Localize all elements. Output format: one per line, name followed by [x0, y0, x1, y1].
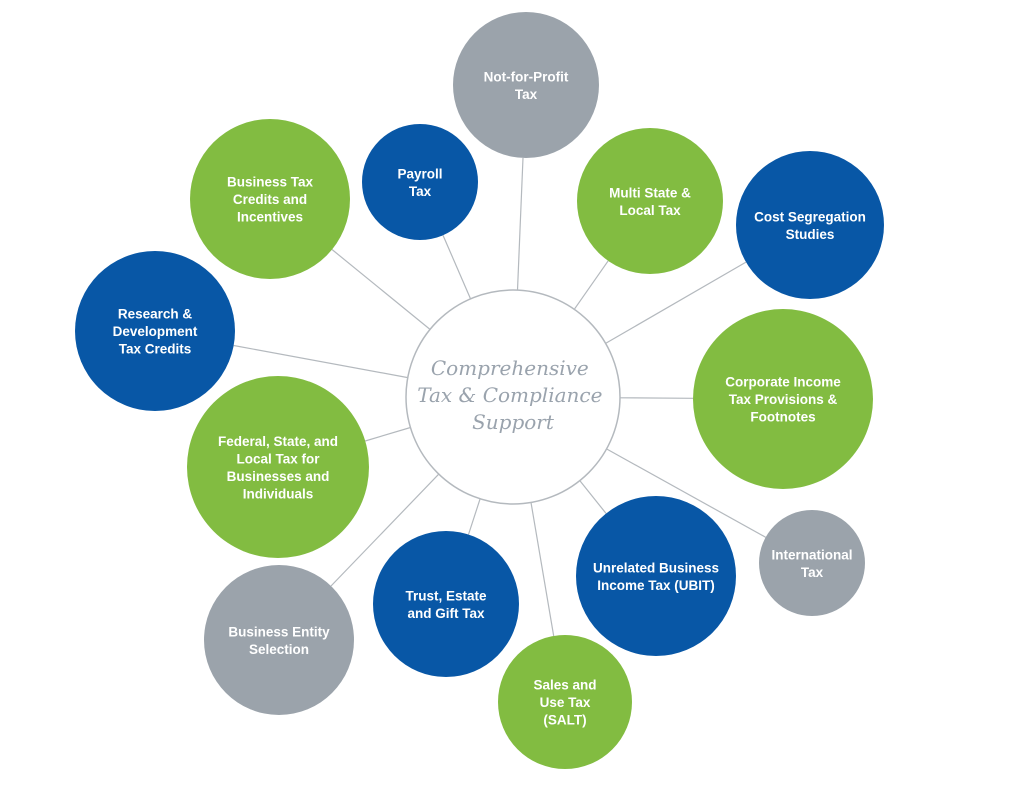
connector-lines [233, 157, 766, 637]
node-label-line: and Gift Tax [407, 606, 484, 621]
node-label-line: Not-for-Profit [484, 69, 569, 84]
node-circle-business-tax-credits [190, 119, 350, 279]
node-label-line: Unrelated Business [593, 560, 719, 575]
center-circle [405, 289, 621, 505]
node-label-line: Corporate Income [725, 375, 841, 390]
node-label-line: Trust, Estate [405, 588, 487, 603]
node-circle-sales-use-tax [498, 635, 632, 769]
connector-sales-use-tax [530, 502, 555, 637]
node-label-line: Sales and [533, 678, 596, 693]
node-label-line: Local Tax for [236, 451, 320, 466]
node-label-line: Income Tax (UBIT) [597, 578, 715, 593]
node-label-line: Tax [801, 565, 824, 580]
node-label-line: Tax [515, 87, 538, 102]
connector-trust-estate-gift-tax [467, 498, 481, 535]
node-circle-unrelated-business-income-tax [576, 496, 736, 656]
node-label-line: Local Tax [619, 203, 681, 218]
node-label-line: Individuals [243, 486, 314, 501]
connector-federal-state-local-tax [365, 426, 411, 442]
node-circle-not-for-profit-tax [453, 12, 599, 158]
node-label-line: Payroll [397, 166, 442, 181]
node-circle-federal-state-local-tax [187, 376, 369, 558]
node-label-line: Footnotes [750, 410, 815, 425]
node-label-line: Tax [409, 184, 432, 199]
node-label-line: Multi State & [609, 185, 691, 200]
node-label-line: Selection [249, 642, 309, 657]
node-circle-payroll-tax [362, 124, 478, 240]
node-label-line: Business Tax [227, 175, 314, 190]
node-label-line: Tax Credits [119, 342, 192, 357]
node-circle-corporate-income-tax-provisions [693, 309, 873, 489]
connector-not-for-profit-tax [516, 157, 524, 291]
node-label-multi-state-local-tax: Multi State & Local Tax [609, 185, 691, 218]
node-circle-trust-estate-gift-tax [373, 531, 519, 677]
node-circle-international-tax [759, 510, 865, 616]
connector-research-development-tax-credits [233, 344, 408, 379]
center-title-line-3: Support [472, 410, 555, 434]
node-label-line: (SALT) [543, 713, 586, 728]
node-label-line: Cost Segregation [754, 209, 866, 224]
node-label-line: Businesses and [227, 469, 330, 484]
node-circle-business-entity-selection [204, 565, 354, 715]
center-title-line-1: Comprehensive [431, 356, 589, 380]
node-label-line: International [771, 547, 852, 562]
connector-cost-segregation-studies [605, 261, 747, 344]
node-label-line: Development [113, 324, 198, 339]
node-circle-research-development-tax-credits [75, 251, 235, 411]
node-label-line: Research & [118, 307, 193, 322]
node-label-line: Credits and [233, 192, 307, 207]
node-label-line: Tax Provisions & [729, 392, 838, 407]
connector-multi-state-local-tax [573, 260, 609, 310]
center-hub: Comprehensive Tax & Compliance Support [405, 289, 621, 505]
node-multi-state-local-tax: Multi State & Local Tax [577, 128, 723, 274]
node-circle-multi-state-local-tax [577, 128, 723, 274]
node-label-trust-estate-gift-tax: Trust, Estate and Gift Tax [405, 588, 487, 621]
connector-business-tax-credits [331, 249, 431, 330]
connector-unrelated-business-income-tax [579, 480, 607, 514]
node-label-line: Use Tax [540, 695, 591, 710]
center-title: Comprehensive Tax & Compliance Support [417, 356, 609, 434]
node-trust-estate-gift-tax: Trust, Estate and Gift Tax [373, 531, 519, 677]
connector-corporate-income-tax-provisions [619, 397, 694, 399]
node-label-line: Federal, State, and [218, 434, 338, 449]
node-label-line: Studies [786, 227, 835, 242]
connector-international-tax [606, 448, 766, 538]
connector-payroll-tax [442, 234, 472, 300]
center-title-line-2: Tax & Compliance [417, 383, 602, 407]
connector-business-entity-selection [330, 473, 440, 587]
node-label-line: Incentives [237, 210, 303, 225]
node-label-line: Business Entity [228, 624, 330, 639]
node-circle-cost-segregation-studies [736, 151, 884, 299]
